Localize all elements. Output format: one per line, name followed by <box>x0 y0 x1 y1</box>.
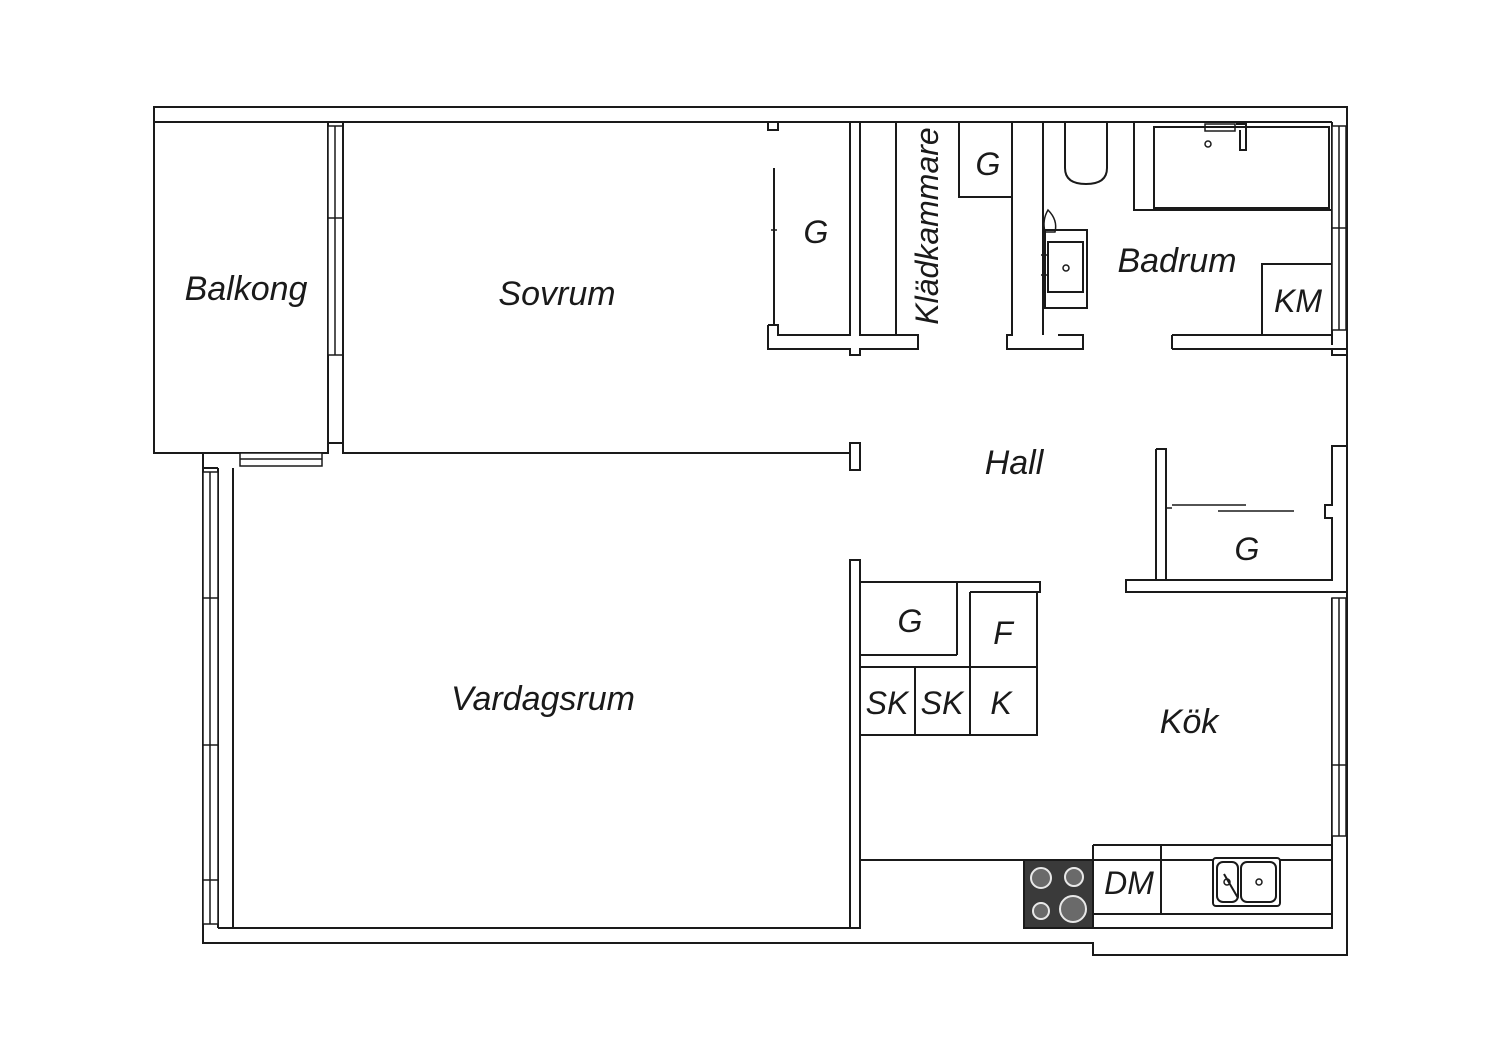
balcony <box>153 121 344 467</box>
wardrobe-label-closet: G <box>976 146 1001 182</box>
cabinet-label-2: SK <box>921 685 965 721</box>
room-label-badrum: Badrum <box>1117 242 1236 280</box>
stove-icon <box>1023 859 1094 929</box>
room-label-vardagsrum: Vardagsrum <box>451 680 635 718</box>
bedroom-walls <box>328 122 919 471</box>
freezer-label: F <box>993 615 1015 651</box>
wardrobe-label-bedroom: G <box>804 214 829 250</box>
room-labels: Balkong Sovrum Klädkammare Badrum Hall V… <box>185 127 1237 741</box>
sink-icon <box>1212 857 1281 907</box>
washing-machine-label: KM <box>1274 283 1322 319</box>
fridge-label: K <box>990 685 1013 721</box>
room-label-hall: Hall <box>985 444 1045 482</box>
cabinet-label-1: SK <box>866 685 910 721</box>
walk-in-closet <box>895 122 1084 350</box>
living-kitchen-walls <box>202 468 1347 929</box>
room-label-kladkammare: Klädkammare <box>909 127 945 324</box>
bathroom <box>1041 122 1348 356</box>
room-label-kok: Kök <box>1160 703 1221 741</box>
dishwasher-label: DM <box>1104 865 1154 901</box>
hall-closet <box>1125 445 1348 593</box>
fixture-labels: G G KM G G F SK SK K DM <box>804 146 1323 901</box>
room-label-balkong: Balkong <box>185 270 308 308</box>
wardrobe-label-kitchen: G <box>898 603 923 639</box>
room-label-sovrum: Sovrum <box>498 275 615 313</box>
wardrobe-label-hall: G <box>1235 531 1260 567</box>
